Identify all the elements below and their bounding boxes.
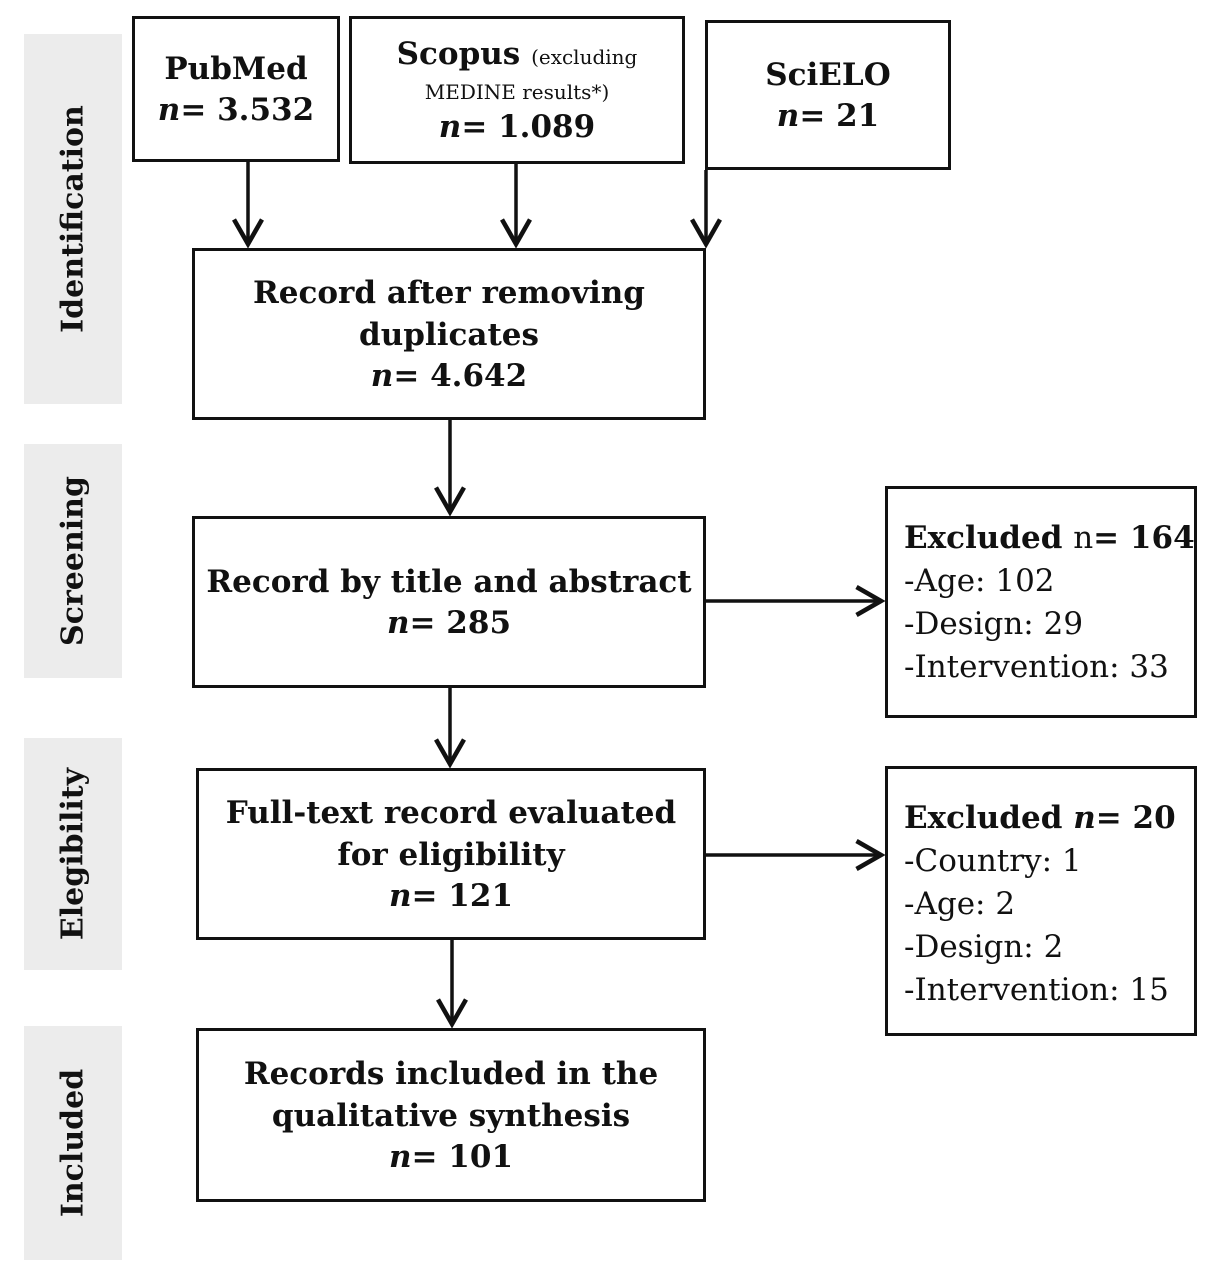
scopus-count: n= 1.089 [438, 108, 596, 145]
pubmed-count: n= 3.532 [157, 92, 315, 128]
included-line2: qualitative synthesis [271, 1098, 631, 1134]
eligibility-line1: Full-text record evaluated [225, 795, 677, 831]
scielo-count: n= 21 [776, 98, 880, 134]
screening-box: Record by title and abstract n= 285 [192, 516, 706, 688]
excluded-eligibility-box: Excluded n= 20 -Country: 1 -Age: 2 -Desi… [885, 766, 1197, 1036]
phase-bar-screening: Screening [24, 444, 122, 678]
scopus-note-2: MEDINE results*) [424, 79, 610, 104]
phase-bar-identification: Identification [24, 34, 122, 404]
excluded-screening-box: Excluded n= 164 -Age: 102 -Design: 29 -I… [885, 486, 1197, 718]
excluded-eligibility-head: Excluded n= 20 [904, 800, 1176, 836]
included-line1: Records included in the [243, 1056, 659, 1092]
excluded-eligibility-item: -Design: 2 [904, 929, 1064, 965]
excluded-screening-item: -Design: 29 [904, 606, 1084, 642]
scielo-title: SciELO [765, 57, 891, 93]
excluded-screening-item: -Intervention: 33 [904, 649, 1169, 685]
phase-bar-elegibility: Elegibility [24, 738, 122, 970]
screening-count: n= 285 [386, 605, 512, 641]
excluded-screening-head: Excluded n= 164 [904, 520, 1195, 556]
pubmed-title: PubMed [164, 51, 308, 87]
scopus-title: Scopus [396, 35, 521, 72]
scielo-box: SciELO n= 21 [705, 20, 951, 170]
excluded-eligibility-item: -Age: 2 [904, 886, 1016, 922]
phase-bar-included: Included [24, 1026, 122, 1260]
excluded-screening-item: -Age: 102 [904, 563, 1055, 599]
dedup-count: n= 4.642 [370, 358, 528, 394]
scopus-note-1: (excluding [531, 44, 638, 69]
eligibility-box: Full-text record evaluated for eligibili… [196, 768, 706, 940]
eligibility-count: n= 121 [388, 878, 514, 914]
dedup-line1: Record after removing [253, 275, 645, 311]
included-count: n= 101 [388, 1139, 514, 1175]
excluded-eligibility-item: -Intervention: 15 [904, 972, 1169, 1008]
excluded-eligibility-item: -Country: 1 [904, 843, 1082, 879]
included-box: Records included in the qualitative synt… [196, 1028, 706, 1202]
scopus-box: Scopus (excluding MEDINE results*) n= 1.… [349, 16, 685, 164]
dedup-box: Record after removing duplicates n= 4.64… [192, 248, 706, 420]
screening-line1: Record by title and abstract [206, 564, 692, 600]
eligibility-line2: for eligibility [337, 837, 565, 873]
dedup-line2: duplicates [359, 317, 539, 353]
scopus-title-line: Scopus (excluding [397, 34, 638, 77]
pubmed-box: PubMed n= 3.532 [132, 16, 340, 162]
